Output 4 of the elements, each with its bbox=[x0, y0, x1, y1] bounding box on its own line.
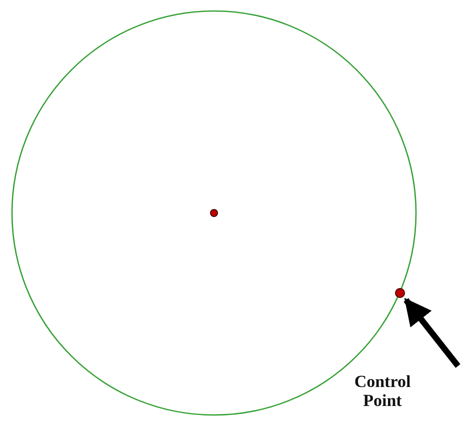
control-point bbox=[395, 288, 405, 298]
point-label: Control Point bbox=[353, 372, 412, 412]
arrow bbox=[404, 298, 460, 368]
center-point bbox=[210, 209, 218, 217]
